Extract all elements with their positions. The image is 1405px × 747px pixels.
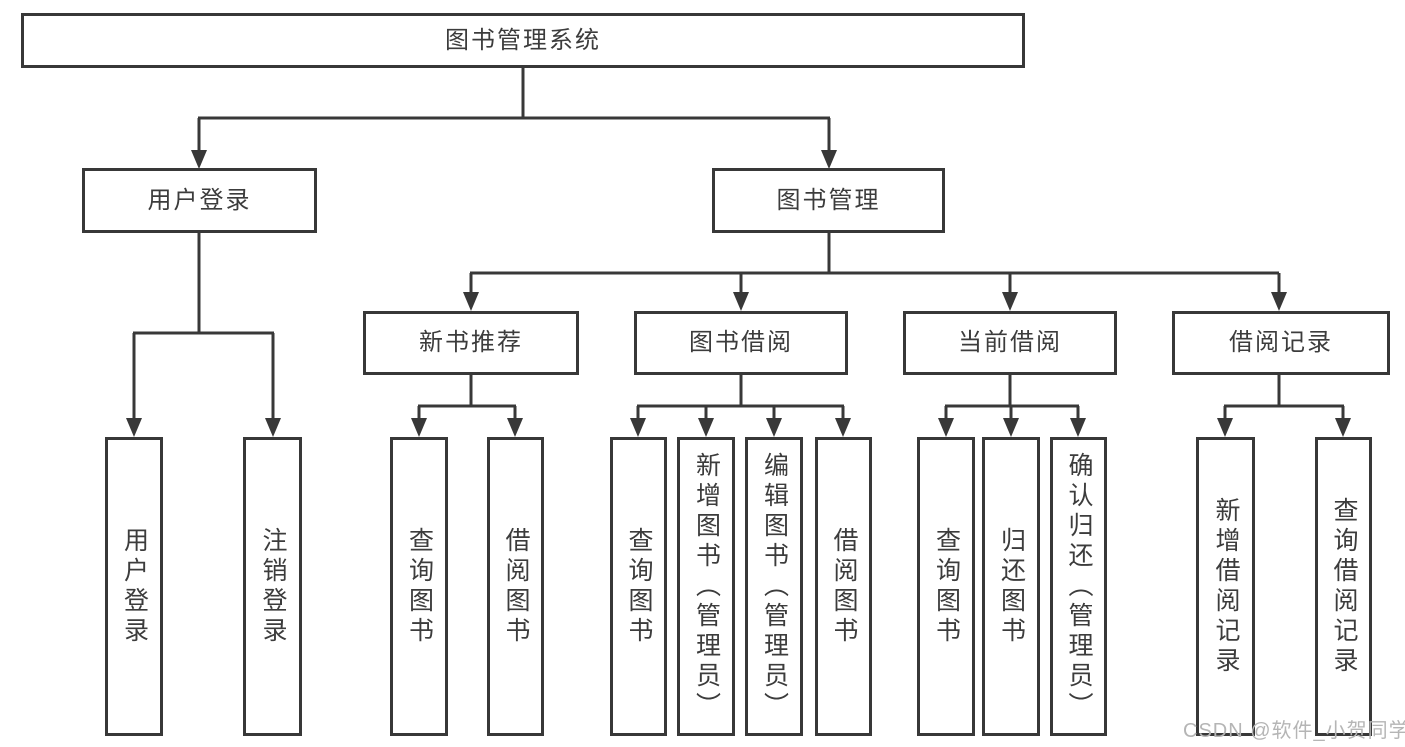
connector-currentborrow-to-leaves [944, 374, 1080, 420]
node-label: 注销登录 [259, 526, 287, 647]
node-user-login: 用户登录 [82, 168, 317, 233]
connector-bookborrow-to-leaves [636, 374, 845, 420]
arrow-down-icon [1271, 292, 1287, 311]
arrow-down-icon [698, 418, 714, 437]
arrow-down-icon [126, 418, 142, 437]
arrow-down-icon [938, 418, 954, 437]
node-library-system: 图书管理系统 [21, 13, 1025, 68]
node-label: 图书借阅 [689, 329, 793, 356]
arrow-down-icon [411, 418, 427, 437]
node-label: 当前借阅 [958, 329, 1062, 356]
arrow-down-icon [1003, 418, 1019, 437]
leaf-user-login: 用户登录 [105, 437, 163, 736]
connector-newbookrec-to-leaves [417, 374, 517, 420]
node-current-borrowing: 当前借阅 [903, 311, 1117, 375]
node-label: 确认归还（管理员） [1065, 451, 1093, 722]
leaf-current-return-books: 归还图书 [982, 437, 1040, 736]
connector-borrowrecords-to-leaves [1223, 374, 1345, 420]
arrow-down-icon [630, 418, 646, 437]
arrow-down-icon [191, 150, 207, 169]
watermark: CSDN @软件_小贺同学 [1183, 720, 1405, 742]
node-label: 用户登录 [147, 186, 252, 214]
node-label: 用户登录 [120, 526, 149, 647]
connector-root-to-level2 [197, 66, 831, 150]
leaf-borrow-edit-books-admin: 编辑图书（管理员） [745, 437, 803, 736]
arrow-down-icon [821, 150, 837, 169]
arrow-down-icon [766, 418, 782, 437]
node-label: 借阅图书 [502, 526, 530, 647]
arrow-down-icon [463, 292, 479, 311]
leaf-current-confirm-return-admin: 确认归还（管理员） [1050, 437, 1107, 736]
node-label: 查询图书 [932, 526, 961, 647]
node-label: 查询图书 [625, 526, 653, 647]
leaf-records-query-record: 查询借阅记录 [1315, 437, 1372, 736]
node-label: 新增图书（管理员） [692, 451, 721, 722]
node-label: 图书管理 [776, 186, 881, 214]
leaf-logout: 注销登录 [243, 437, 302, 736]
leaf-rec-query-books: 查询图书 [390, 437, 448, 736]
node-label: 归还图书 [997, 526, 1026, 647]
leaf-records-add-record: 新增借阅记录 [1196, 437, 1255, 736]
node-label: 图书管理系统 [445, 26, 601, 54]
node-label: 编辑图书（管理员） [760, 451, 789, 722]
leaf-borrow-add-books-admin: 新增图书（管理员） [677, 437, 735, 736]
node-label: 借阅记录 [1229, 329, 1333, 356]
node-label: 新增借阅记录 [1212, 496, 1240, 677]
arrow-down-icon [265, 418, 281, 437]
node-label: 新书推荐 [419, 329, 523, 356]
node-label: 借阅图书 [830, 526, 858, 647]
arrow-down-icon [1070, 418, 1086, 437]
node-label: 查询图书 [405, 526, 434, 647]
node-book-management: 图书管理 [712, 168, 945, 233]
arrow-down-icon [733, 292, 749, 311]
arrow-down-icon [835, 418, 851, 437]
arrow-down-icon [1335, 418, 1351, 437]
node-new-book-recommend: 新书推荐 [363, 311, 579, 375]
arrow-down-icon [1217, 418, 1233, 437]
connector-bookmgmt-to-level3 [469, 232, 1281, 294]
leaf-borrow-borrow-books: 借阅图书 [815, 437, 872, 736]
node-book-borrowing: 图书借阅 [634, 311, 848, 375]
node-label: 查询借阅记录 [1330, 496, 1358, 677]
leaf-borrow-query-books: 查询图书 [610, 437, 667, 736]
arrow-down-icon [1002, 292, 1018, 311]
arrow-down-icon [507, 418, 523, 437]
connector-userlogin-to-leaves [132, 232, 275, 419]
leaf-rec-borrow-books: 借阅图书 [487, 437, 544, 736]
leaf-current-query-books: 查询图书 [917, 437, 975, 736]
node-borrowing-records: 借阅记录 [1172, 311, 1390, 375]
